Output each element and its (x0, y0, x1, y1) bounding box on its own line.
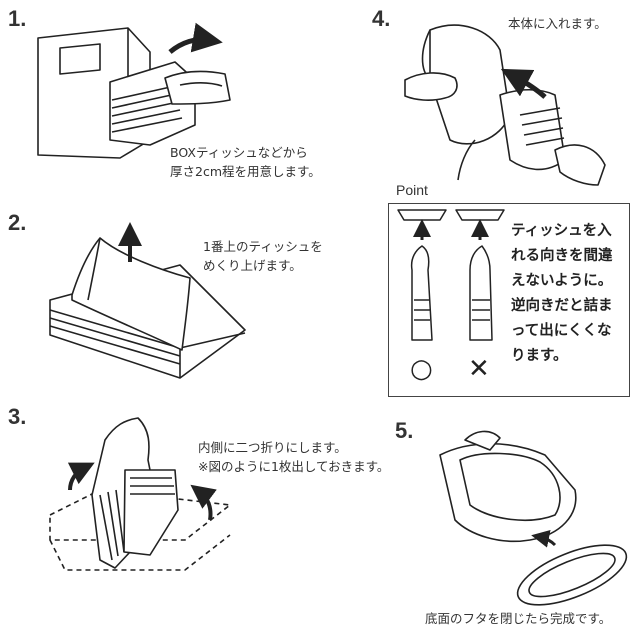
step1-number: 1. (8, 6, 27, 31)
step1-illustration (37, 22, 231, 159)
step4-caption: 本体に入れます。 (508, 16, 607, 31)
correct-mark: ○ (410, 354, 433, 384)
point-label: Point (396, 182, 428, 198)
step5-illustration (439, 430, 628, 606)
step3-illustration (49, 417, 231, 571)
step3-number: 3. (8, 404, 27, 429)
step5-number: 5. (395, 418, 414, 443)
step4-illustration (404, 24, 606, 186)
step5-caption: 底面のフタを閉じたら完成です。 (425, 611, 612, 626)
point-box (388, 203, 630, 397)
step1-caption: BOXティッシュなどから 厚さ2cm程を用意します。 (170, 145, 321, 179)
step2-illustration (49, 222, 246, 379)
wrong-mark: ✕ (468, 354, 490, 384)
step3-caption: 内側に二つ折りにします。 ※図のように1枚出しておきます。 (198, 440, 390, 474)
step2-number: 2. (8, 210, 27, 235)
point-text: ティッシュを入 れる向きを間違 えないように。 逆向きだと詰ま って出にくくな … (511, 223, 613, 364)
step4-number: 4. (372, 6, 391, 31)
step2-caption: 1番上のティッシュを めくり上げます。 (203, 239, 323, 273)
point-illustrations (397, 209, 505, 341)
